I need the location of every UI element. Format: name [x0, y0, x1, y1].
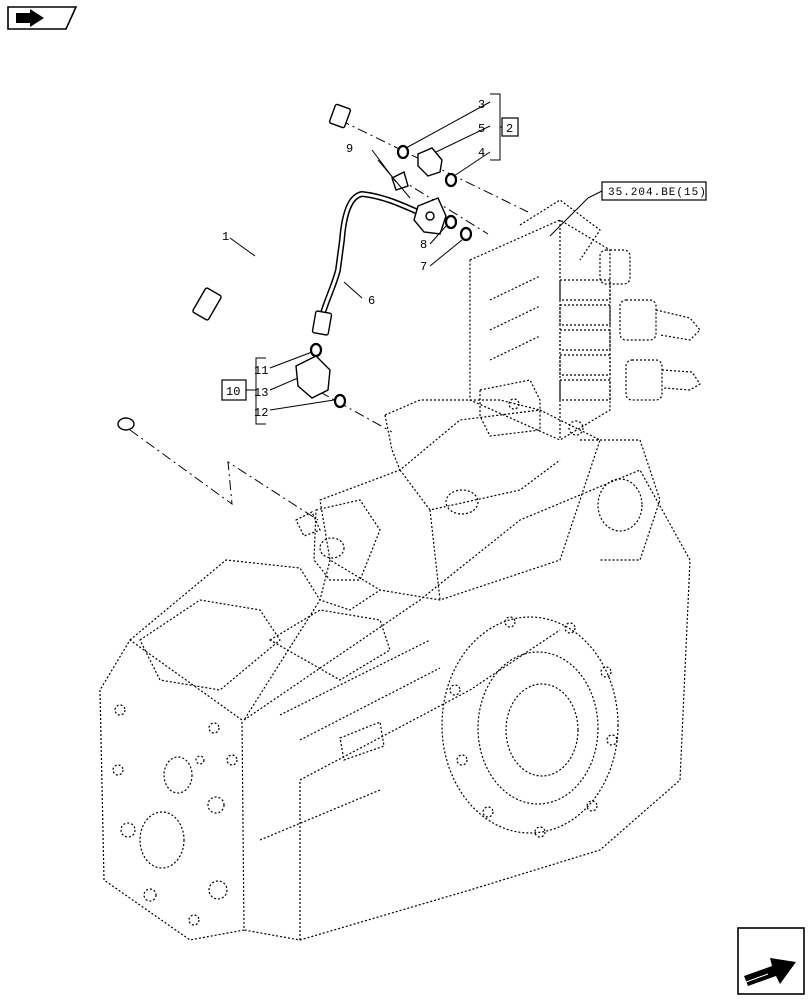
callout-7: 7	[420, 260, 427, 274]
reference-text[interactable]: 35.204.BE(15)	[608, 187, 707, 199]
callout-8: 8	[420, 238, 427, 252]
callout-6: 6	[368, 294, 375, 308]
small-parts	[295, 144, 473, 409]
callout-10: 10	[226, 385, 240, 399]
callout-3: 3	[478, 98, 485, 112]
next-page-arrow-icon[interactable]	[737, 927, 805, 995]
callout-4: 4	[478, 146, 485, 160]
callout-13: 13	[254, 386, 268, 400]
callout-11: 11	[254, 364, 268, 378]
hose-part-1	[110, 101, 352, 431]
callout-9: 9	[346, 142, 353, 156]
callout-labels: 1 2 3 4 5 6 7 8 9 10 11 12 13	[221, 98, 519, 420]
callout-5: 5	[478, 122, 485, 136]
callout-2: 2	[506, 122, 513, 136]
valve-block-assembly	[469, 199, 701, 441]
callout-1: 1	[222, 230, 229, 244]
leader-lines	[229, 93, 589, 425]
callout-12: 12	[254, 406, 268, 420]
reference-link[interactable]: 35.204.BE(15)	[587, 181, 707, 201]
hose-part-6	[311, 190, 447, 336]
book-arrow-icon[interactable]	[7, 6, 78, 30]
callout-10-box	[221, 379, 247, 401]
port-fitting	[295, 499, 381, 581]
callout-2-box	[501, 117, 519, 137]
transmission-housing	[99, 399, 691, 941]
